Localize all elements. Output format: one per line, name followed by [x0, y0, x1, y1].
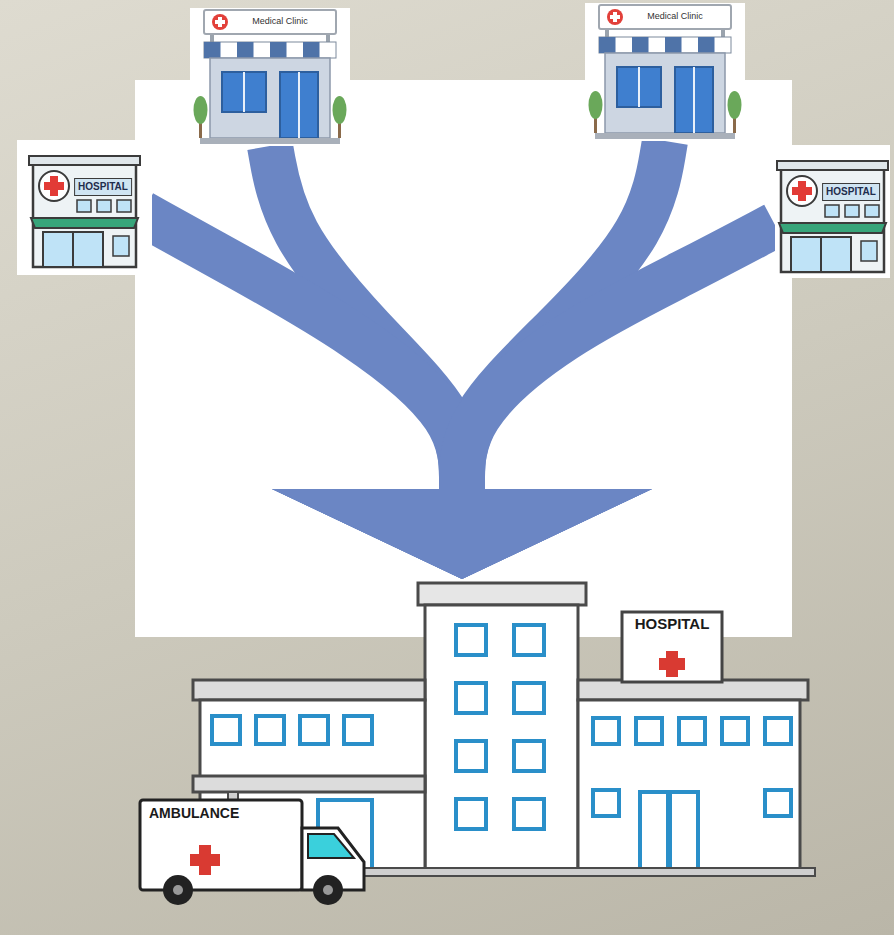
- icon-ground: [17, 140, 152, 275]
- window: [514, 741, 544, 771]
- cab-window: [308, 834, 354, 858]
- clinic-icon: [194, 10, 347, 144]
- window: [456, 741, 486, 771]
- window: [300, 716, 328, 744]
- white-panel: [135, 80, 792, 637]
- ambulance-body: [140, 800, 302, 890]
- cross-bar: [659, 658, 685, 670]
- window: [456, 683, 486, 713]
- tower: [425, 605, 578, 870]
- node-label: Medical Clinic: [252, 16, 308, 27]
- window: [456, 625, 486, 655]
- canopy: [193, 776, 425, 792]
- window: [456, 799, 486, 829]
- hospital-sign: [622, 612, 722, 682]
- node-label: HOSPITAL: [635, 615, 710, 633]
- node-label: HOSPITAL: [74, 178, 132, 196]
- window: [679, 718, 705, 744]
- window: [636, 718, 662, 744]
- icon-ground: [190, 8, 350, 146]
- hub: [173, 885, 183, 895]
- icon-ground: [585, 3, 745, 141]
- window: [256, 716, 284, 744]
- window: [765, 718, 791, 744]
- tower-cap: [418, 583, 586, 605]
- window: [593, 718, 619, 744]
- window: [514, 683, 544, 713]
- window: [514, 799, 544, 829]
- wheel: [313, 875, 343, 905]
- hospital-icon: [777, 161, 888, 272]
- clinic-icon: [589, 5, 742, 139]
- window: [344, 716, 372, 744]
- window: [593, 790, 619, 816]
- door: [640, 792, 668, 870]
- right-wing: [578, 700, 800, 870]
- wing-roof: [193, 680, 425, 700]
- hub: [323, 885, 333, 895]
- window: [212, 716, 240, 744]
- wheel: [163, 875, 193, 905]
- clinic-node: Medical Clinic: [585, 3, 745, 141]
- node-label: Medical Clinic: [647, 11, 703, 22]
- clinic-node: Medical Clinic: [190, 8, 350, 146]
- ambulance: [140, 800, 364, 905]
- window: [722, 718, 748, 744]
- hospital-node: HOSPITAL: [775, 147, 890, 277]
- cross-bar: [190, 854, 220, 866]
- icon-ground: [775, 145, 890, 278]
- ambulance-node: AMBULANCE: [137, 795, 368, 907]
- merge-arrow: [462, 225, 775, 489]
- hospital-node: HOSPITAL: [27, 142, 142, 272]
- hospital-icon: [29, 156, 140, 267]
- connectors: [142, 141, 775, 489]
- node-label: AMBULANCE: [149, 805, 239, 822]
- window: [765, 790, 791, 816]
- main-hospital-node: HOSPITAL: [185, 583, 810, 875]
- node-label: HOSPITAL: [822, 183, 880, 201]
- window: [514, 625, 544, 655]
- door: [670, 792, 698, 870]
- merge-arrow: [142, 214, 462, 490]
